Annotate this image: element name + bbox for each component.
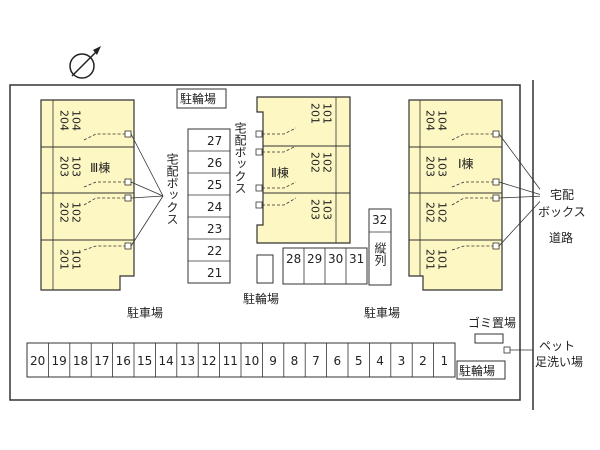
parking-space: 29 bbox=[307, 252, 322, 266]
b3-unit-bottom: 102 bbox=[70, 202, 83, 223]
building-3-name: Ⅲ棟 bbox=[90, 160, 110, 175]
bike-parking-bottom-box bbox=[456, 360, 506, 380]
parking-space: 3 bbox=[398, 354, 406, 368]
delivery-box-label-2: 宅配ボックス bbox=[233, 121, 247, 194]
parking-space: 27 bbox=[207, 134, 222, 148]
b2-unit-top: 203 bbox=[309, 199, 322, 220]
building-2-name: Ⅱ棟 bbox=[271, 165, 289, 180]
delivery-box-label-1a: 宅配 bbox=[550, 187, 574, 202]
b1-unit-bottom: 101 bbox=[436, 249, 449, 270]
pet-wash-marker bbox=[503, 346, 511, 354]
parking-space: 20 bbox=[30, 354, 45, 368]
parking-space: 21 bbox=[207, 266, 222, 280]
parking-space: 8 bbox=[291, 354, 299, 368]
building-2: Ⅱ棟 201 101 202 102 203 103 bbox=[255, 96, 351, 244]
b1-unit-top: 201 bbox=[424, 249, 437, 270]
parking-space: 19 bbox=[51, 354, 66, 368]
b2-unit-top: 202 bbox=[309, 152, 322, 173]
parking-space: 25 bbox=[207, 178, 222, 192]
site-boundary bbox=[9, 84, 521, 401]
b3-unit-top: 202 bbox=[58, 202, 71, 223]
b1-unit-bottom: 103 bbox=[436, 156, 449, 177]
b1-unit-top: 203 bbox=[424, 156, 437, 177]
parking-space: 7 bbox=[312, 354, 320, 368]
b1-unit-top: 204 bbox=[424, 110, 437, 131]
bike-parking-top-box bbox=[176, 88, 227, 109]
parking-stack-column: 27 26 25 24 23 22 21 bbox=[187, 128, 231, 284]
parking-space: 15 bbox=[137, 354, 152, 368]
parking-space: 6 bbox=[333, 354, 341, 368]
delivery-box-label-1b: ボックス bbox=[538, 205, 586, 219]
pet-wash-label-1: ペット bbox=[539, 339, 575, 353]
parking-space: 18 bbox=[73, 354, 88, 368]
parking-space: 12 bbox=[201, 354, 216, 368]
garbage-label: ゴミ置場 bbox=[468, 315, 516, 330]
bike-parking-middle-box bbox=[256, 254, 274, 284]
car-parking-label-right: 駐車場 bbox=[364, 305, 400, 320]
building-1-name: Ⅰ棟 bbox=[458, 156, 474, 171]
b3-unit-bottom: 103 bbox=[70, 156, 83, 177]
b2-unit-top: 201 bbox=[309, 103, 322, 124]
parking-space: 5 bbox=[355, 354, 363, 368]
parking-space: 2 bbox=[419, 354, 427, 368]
parking-space: 30 bbox=[328, 252, 343, 266]
parking-space: 9 bbox=[269, 354, 277, 368]
parking-space: 10 bbox=[244, 354, 259, 368]
garbage-area bbox=[474, 333, 504, 344]
b2-unit-bottom: 102 bbox=[321, 152, 334, 173]
building-1: Ⅰ棟 204 104 203 103 202 102 201 101 bbox=[408, 99, 503, 291]
vertical-parking-label: 縦列 bbox=[373, 242, 387, 266]
north-compass-icon bbox=[69, 46, 101, 79]
b1-unit-top: 202 bbox=[424, 202, 437, 223]
parking-space: 16 bbox=[116, 354, 131, 368]
parking-space: 24 bbox=[207, 200, 222, 214]
parking-vertical-slot: 32 縦列 bbox=[368, 208, 392, 286]
b3-unit-top: 201 bbox=[58, 249, 71, 270]
b3-unit-bottom: 104 bbox=[70, 110, 83, 131]
pet-wash-label-2: 足洗い場 bbox=[535, 355, 583, 369]
parking-space: 23 bbox=[207, 222, 222, 236]
parking-space: 14 bbox=[158, 354, 173, 368]
building-3: Ⅲ棟 204 104 203 103 202 102 201 101 bbox=[40, 99, 135, 291]
b3-unit-bottom: 101 bbox=[70, 249, 83, 270]
b2-unit-bottom: 103 bbox=[321, 199, 334, 220]
parking-space: 31 bbox=[349, 252, 364, 266]
b1-unit-bottom: 104 bbox=[436, 110, 449, 131]
delivery-box-label-3: 宅配ボックス bbox=[165, 152, 179, 225]
road-label: 道路 bbox=[549, 230, 573, 245]
b3-unit-top: 203 bbox=[58, 156, 71, 177]
parking-space: 17 bbox=[94, 354, 109, 368]
parking-space: 1 bbox=[440, 354, 448, 368]
bike-parking-top-label: 駐輪場 bbox=[180, 91, 216, 106]
parking-middle-row: 28 29 30 31 bbox=[282, 247, 368, 285]
parking-space: 4 bbox=[376, 354, 384, 368]
parking-space: 26 bbox=[207, 156, 222, 170]
car-parking-label-left: 駐車場 bbox=[127, 305, 163, 320]
bike-parking-bottom-label: 駐輪場 bbox=[459, 363, 495, 378]
parking-space: 32 bbox=[372, 213, 387, 227]
b3-unit-top: 204 bbox=[58, 110, 71, 131]
parking-space: 11 bbox=[223, 354, 238, 368]
parking-space: 28 bbox=[286, 252, 301, 266]
parking-space: 22 bbox=[207, 244, 222, 258]
b2-unit-bottom: 101 bbox=[321, 103, 334, 124]
bike-parking-middle-label: 駐輪場 bbox=[243, 291, 279, 306]
b1-unit-bottom: 102 bbox=[436, 202, 449, 223]
parking-space: 13 bbox=[180, 354, 195, 368]
